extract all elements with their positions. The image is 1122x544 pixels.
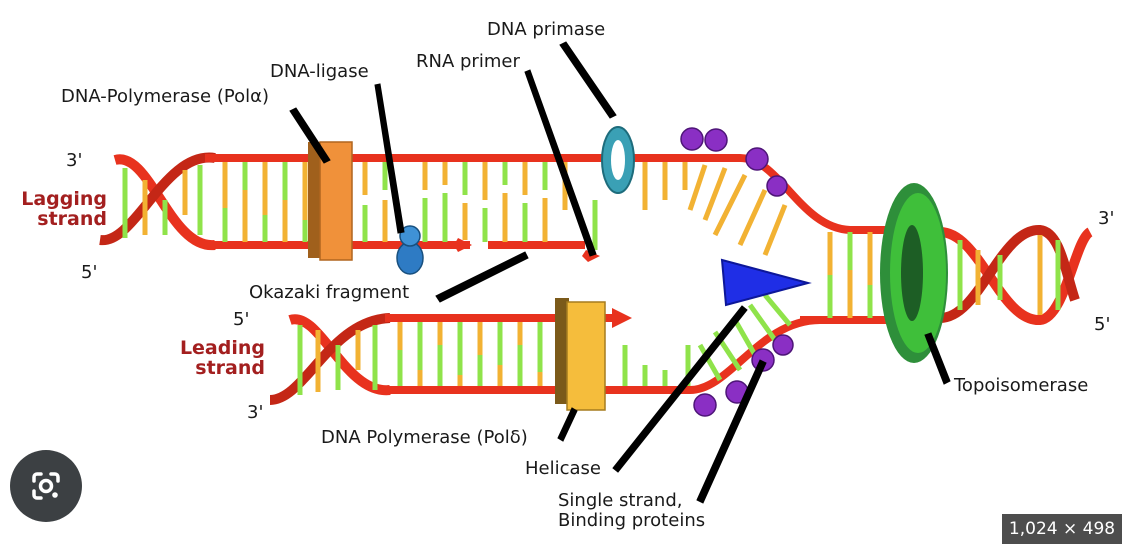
- google-lens-icon: [32, 472, 60, 500]
- lagging-helix-left: [99, 152, 216, 251]
- google-lens-button[interactable]: [10, 450, 82, 522]
- label-rna-primer: RNA primer: [416, 51, 520, 72]
- label-leading-strand-line1: Leading: [180, 337, 265, 359]
- image-size-badge: 1,024 × 498: [1002, 514, 1122, 544]
- label-dna-ligase: DNA-ligase: [270, 61, 369, 82]
- dna-ligase: [396, 225, 424, 275]
- end-leading-5: 5': [233, 309, 249, 330]
- label-lagging-strand-line2: strand: [37, 208, 107, 230]
- label-ssb-line2: Binding proteins: [558, 510, 705, 531]
- dna-polymerase-alpha: [308, 141, 353, 261]
- lagging-base-pairs: [222, 162, 788, 256]
- label-leading-strand-line2: strand: [195, 357, 265, 379]
- leading-helix-left: [269, 313, 391, 405]
- dna-polymerase-delta: [555, 298, 606, 411]
- helicase: [720, 258, 812, 307]
- leading-parent-strand: [385, 316, 821, 394]
- label-dna-polymerase-delta: DNA Polymerase (Polδ): [321, 427, 528, 448]
- strand-labels: Lagging strand Leading strand: [21, 188, 265, 379]
- topoisomerase: [880, 183, 948, 363]
- label-topoisomerase: Topoisomerase: [953, 375, 1088, 396]
- end-leading-3: 3': [247, 402, 263, 423]
- label-dna-primase: DNA primase: [487, 19, 605, 40]
- label-lagging-strand-line1: Lagging: [21, 188, 107, 210]
- parent-helix-right: [939, 224, 1094, 326]
- dna-primase: [601, 126, 635, 194]
- pointer-lines: [289, 41, 951, 504]
- enzyme-labels: DNA primase RNA primer DNA-ligase DNA-Po…: [61, 19, 1088, 531]
- label-ssb-line1: Single strand,: [558, 490, 682, 511]
- end-right-3: 3': [1098, 208, 1114, 229]
- label-dna-polymerase-alpha: DNA-Polymerase (Polα): [61, 86, 269, 107]
- end-lagging-3: 3': [66, 150, 82, 171]
- end-labels: 3' 5' 3' 5' 5' 3': [66, 150, 1114, 423]
- end-lagging-5: 5': [81, 262, 97, 283]
- end-right-5: 5': [1094, 314, 1110, 335]
- single-strand-binding-proteins: [680, 127, 794, 417]
- label-okazaki-fragment: Okazaki fragment: [249, 282, 409, 303]
- label-helicase: Helicase: [525, 458, 601, 479]
